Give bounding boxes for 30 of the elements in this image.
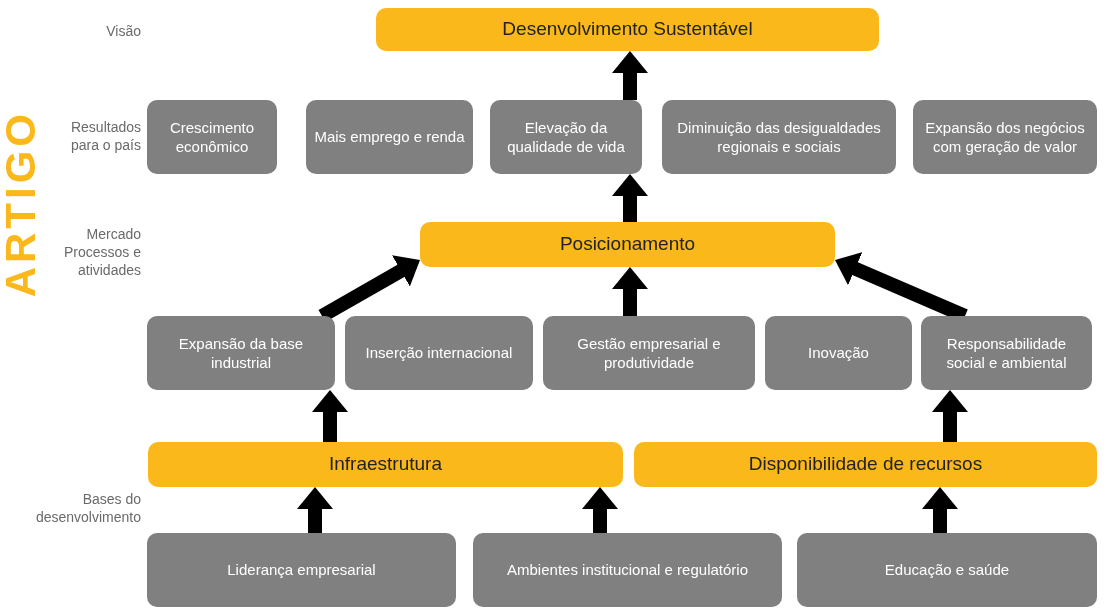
process-box: Crescimento econômico [147,100,277,174]
block-arrow [932,390,968,442]
section-heading: ARTIGO [0,110,42,298]
block-arrow [297,487,333,533]
block-arrow [582,487,618,533]
process-box: Diminuição das desigualdades regionais e sociais [662,100,896,174]
process-box: Responsabilidade social e ambiental [921,316,1092,390]
block-arrow [612,174,648,222]
process-box: Expansão dos negócios com geração de valor [913,100,1097,174]
tier-label: Bases do desenvolvimento [34,490,141,527]
process-box: Expansão da base industrial [147,316,335,390]
block-arrow [312,390,348,442]
stage-banner: Infraestrutura [148,442,623,487]
block-arrow [612,267,648,316]
stage-banner: Disponibilidade de recursos [634,442,1097,487]
block-arrow [612,51,648,100]
process-box: Inovação [765,316,912,390]
process-box: Gestão empresarial e produtividade [543,316,755,390]
tier-label: Visão [105,22,141,41]
stage-banner: Desenvolvimento Sustentável [376,8,879,51]
stage-banner: Posicionamento [420,222,835,267]
tier-label: Mercado Processos e atividades [62,225,141,280]
process-box: Inserção internacional [345,316,533,390]
process-box: Elevação da qualidade de vida [490,100,642,174]
process-box: Educação e saúde [797,533,1097,607]
process-box: Mais emprego e renda [306,100,473,174]
process-box: Liderança empresarial [147,533,456,607]
process-box: Ambientes institucional e regulatório [473,533,782,607]
block-arrow [922,487,958,533]
tier-label: Resultados para o país [69,118,141,155]
